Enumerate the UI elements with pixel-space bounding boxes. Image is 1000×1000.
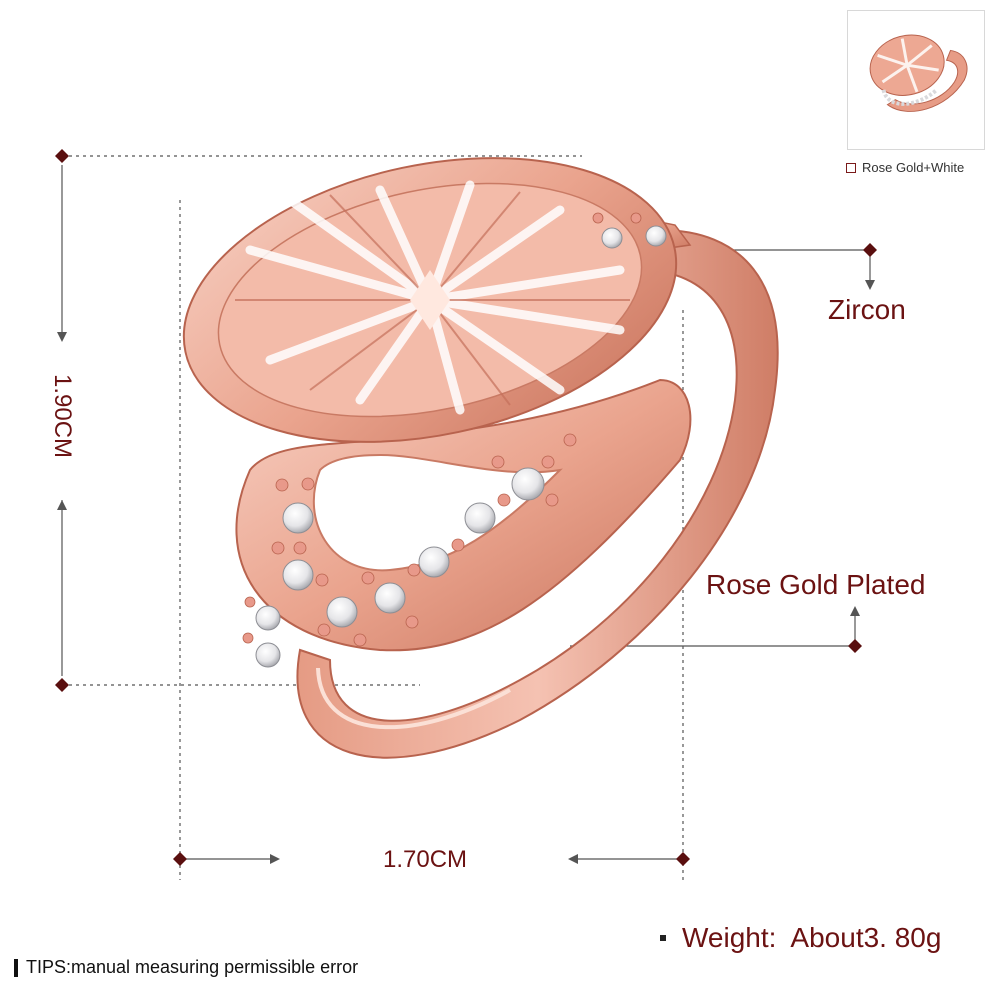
height-dimension-label: 1.90CM [49,373,76,459]
weight-spec: Weight: About3. 80g [660,922,941,954]
weight-value: About3. 80g [790,922,942,953]
bullet-icon [660,935,666,941]
plating-callout-label: Rose Gold Plated [706,569,926,600]
width-dimension-label: 1.70CM [383,846,468,873]
zircon-callout-label: Zircon [828,294,906,325]
variant-option[interactable]: Rose Gold+White [846,160,964,175]
weight-key: Weight: [682,922,777,953]
tips-bar-icon [14,958,18,977]
product-thumbnail[interactable] [847,10,985,150]
faceted-oval-top [182,157,678,443]
thumbnail-ring-image [869,34,968,112]
variant-checkbox[interactable] [846,162,856,173]
zircon-stones [255,225,667,668]
variant-label: Rose Gold+White [862,160,965,175]
measurement-arrows [57,280,875,864]
tips-text: TIPS:manual measuring permissible error [26,957,359,977]
measurement-markers [55,149,877,866]
prong-beads [242,212,642,647]
tips-note: TIPS:manual measuring permissible error [14,957,358,978]
